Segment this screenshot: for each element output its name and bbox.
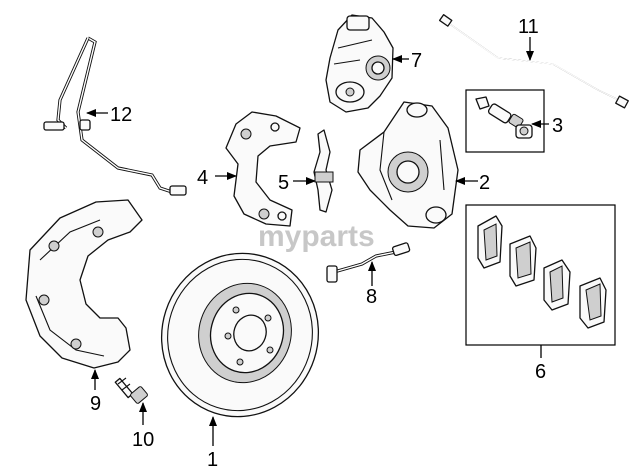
- callout-2: 2: [479, 172, 490, 194]
- caliper-bracket-part: [225, 111, 301, 227]
- pad-clip-part: [313, 129, 334, 213]
- brake-pads-part: [477, 215, 607, 329]
- speed-sensor-cable-part: [43, 36, 187, 196]
- brake-line-part: [438, 14, 629, 109]
- guide-pin-kit-part: [475, 96, 533, 139]
- callout-4: 4: [197, 167, 208, 189]
- callout-8: 8: [366, 286, 377, 308]
- callout-6: 6: [535, 361, 546, 383]
- dust-shield-part: [25, 199, 143, 369]
- callout-5: 5: [278, 172, 289, 194]
- callout-3: 3: [552, 115, 563, 137]
- hardware-kit-box: [465, 89, 545, 153]
- bolt-part: [114, 377, 148, 404]
- callout-9: 9: [90, 393, 101, 415]
- watermark-text: myparts: [258, 220, 375, 253]
- callout-10: 10: [132, 429, 154, 451]
- callout-1: 1: [207, 449, 218, 471]
- brake-rotor-part: [160, 252, 320, 418]
- wear-sensor-part: [326, 242, 411, 283]
- brake-caliper-part: [357, 101, 459, 229]
- callout-11: 11: [518, 16, 539, 38]
- callout-7: 7: [411, 50, 422, 72]
- callout-12: 12: [110, 104, 132, 126]
- caliper-actuator-part: [325, 14, 394, 113]
